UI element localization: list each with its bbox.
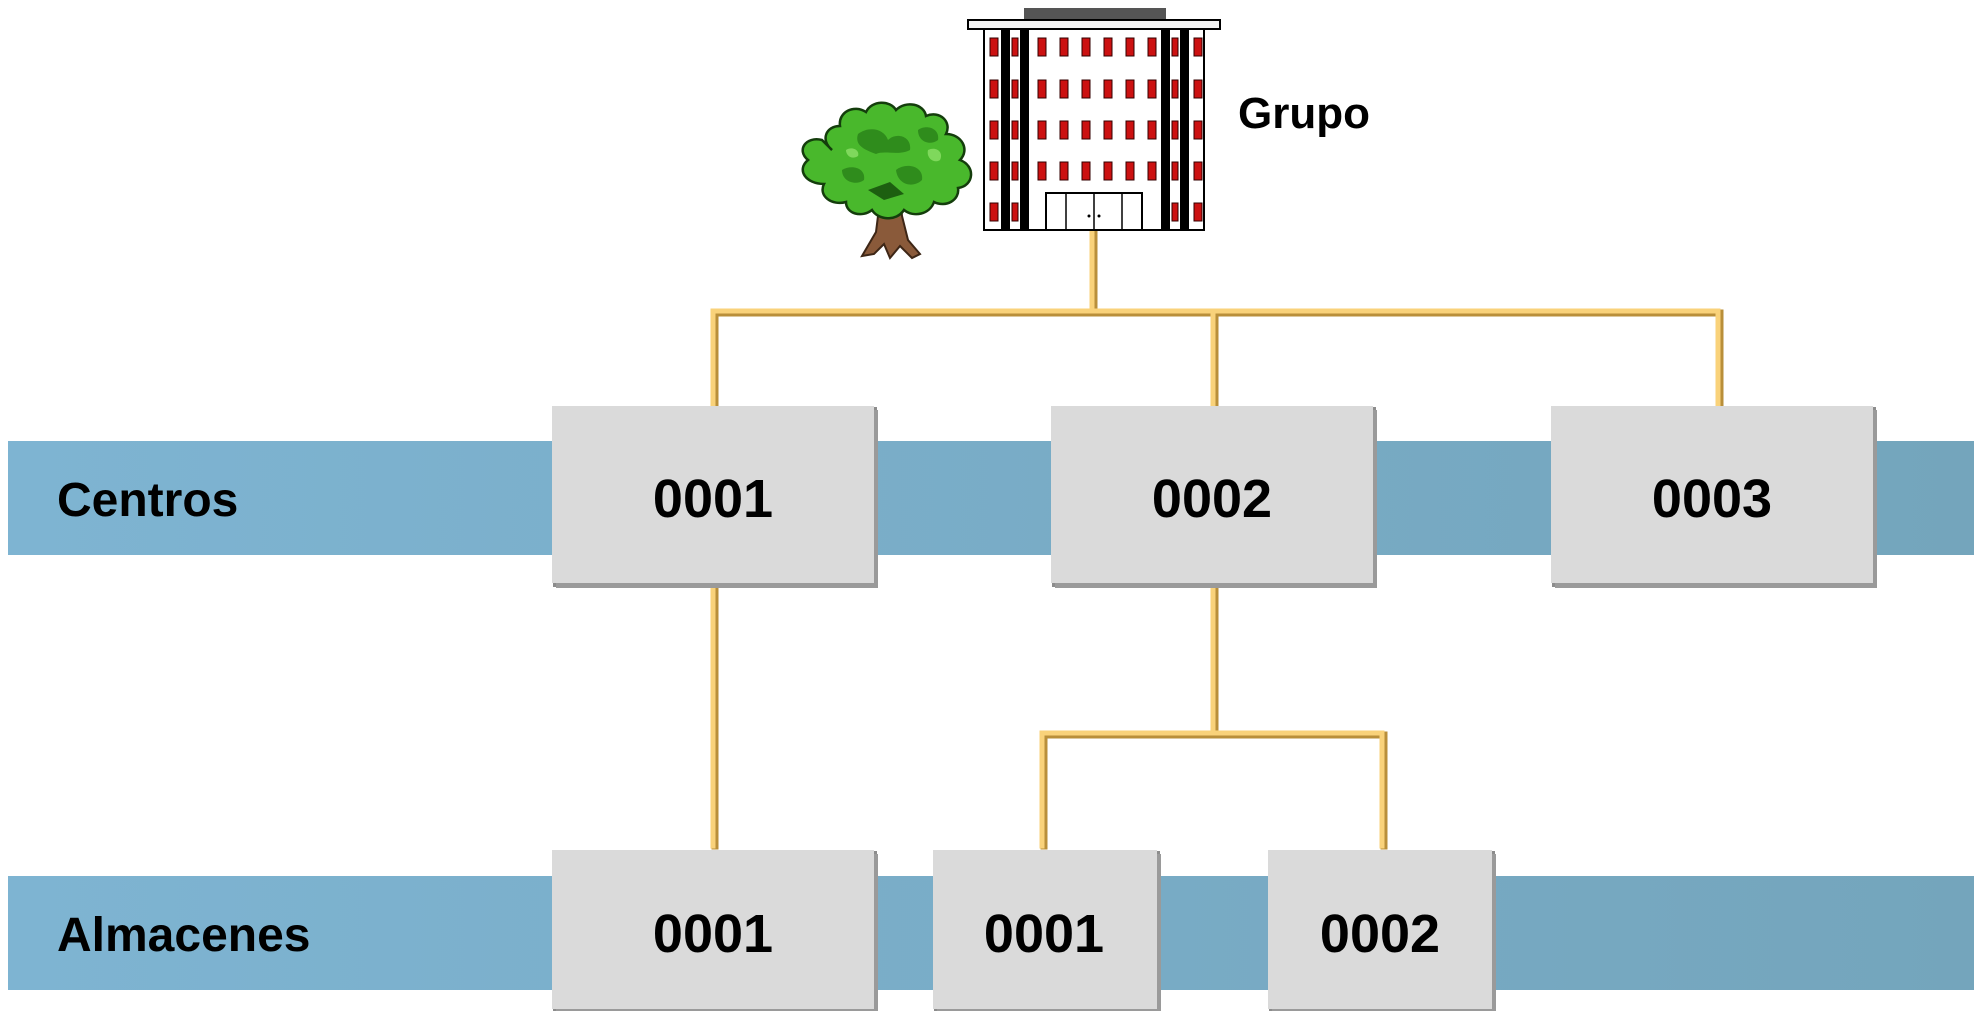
group-label: Grupo	[1238, 89, 1370, 138]
building-icon	[967, 8, 1221, 231]
tree-icon	[801, 101, 973, 260]
almacen-box-0001-a: 0001	[552, 850, 878, 1011]
almacen-box-label: 0001	[984, 904, 1104, 964]
almacenes-label: Almacenes	[57, 909, 310, 962]
almacen-box-label: 0002	[1320, 904, 1440, 964]
connectors	[710, 228, 1724, 850]
centro-box-label: 0001	[653, 469, 773, 529]
centro-box-0001: 0001	[552, 406, 878, 588]
almacen-box-0002: 0002	[1268, 850, 1496, 1011]
almacen-box-label: 0001	[653, 904, 773, 964]
centro-box-label: 0003	[1652, 469, 1772, 529]
centro-box-0003: 0003	[1551, 406, 1877, 588]
centro-box-label: 0002	[1152, 469, 1272, 529]
centro-box-0002: 0002	[1051, 406, 1377, 588]
centros-label: Centros	[57, 474, 238, 527]
almacen-box-0001-b: 0001	[933, 850, 1161, 1011]
